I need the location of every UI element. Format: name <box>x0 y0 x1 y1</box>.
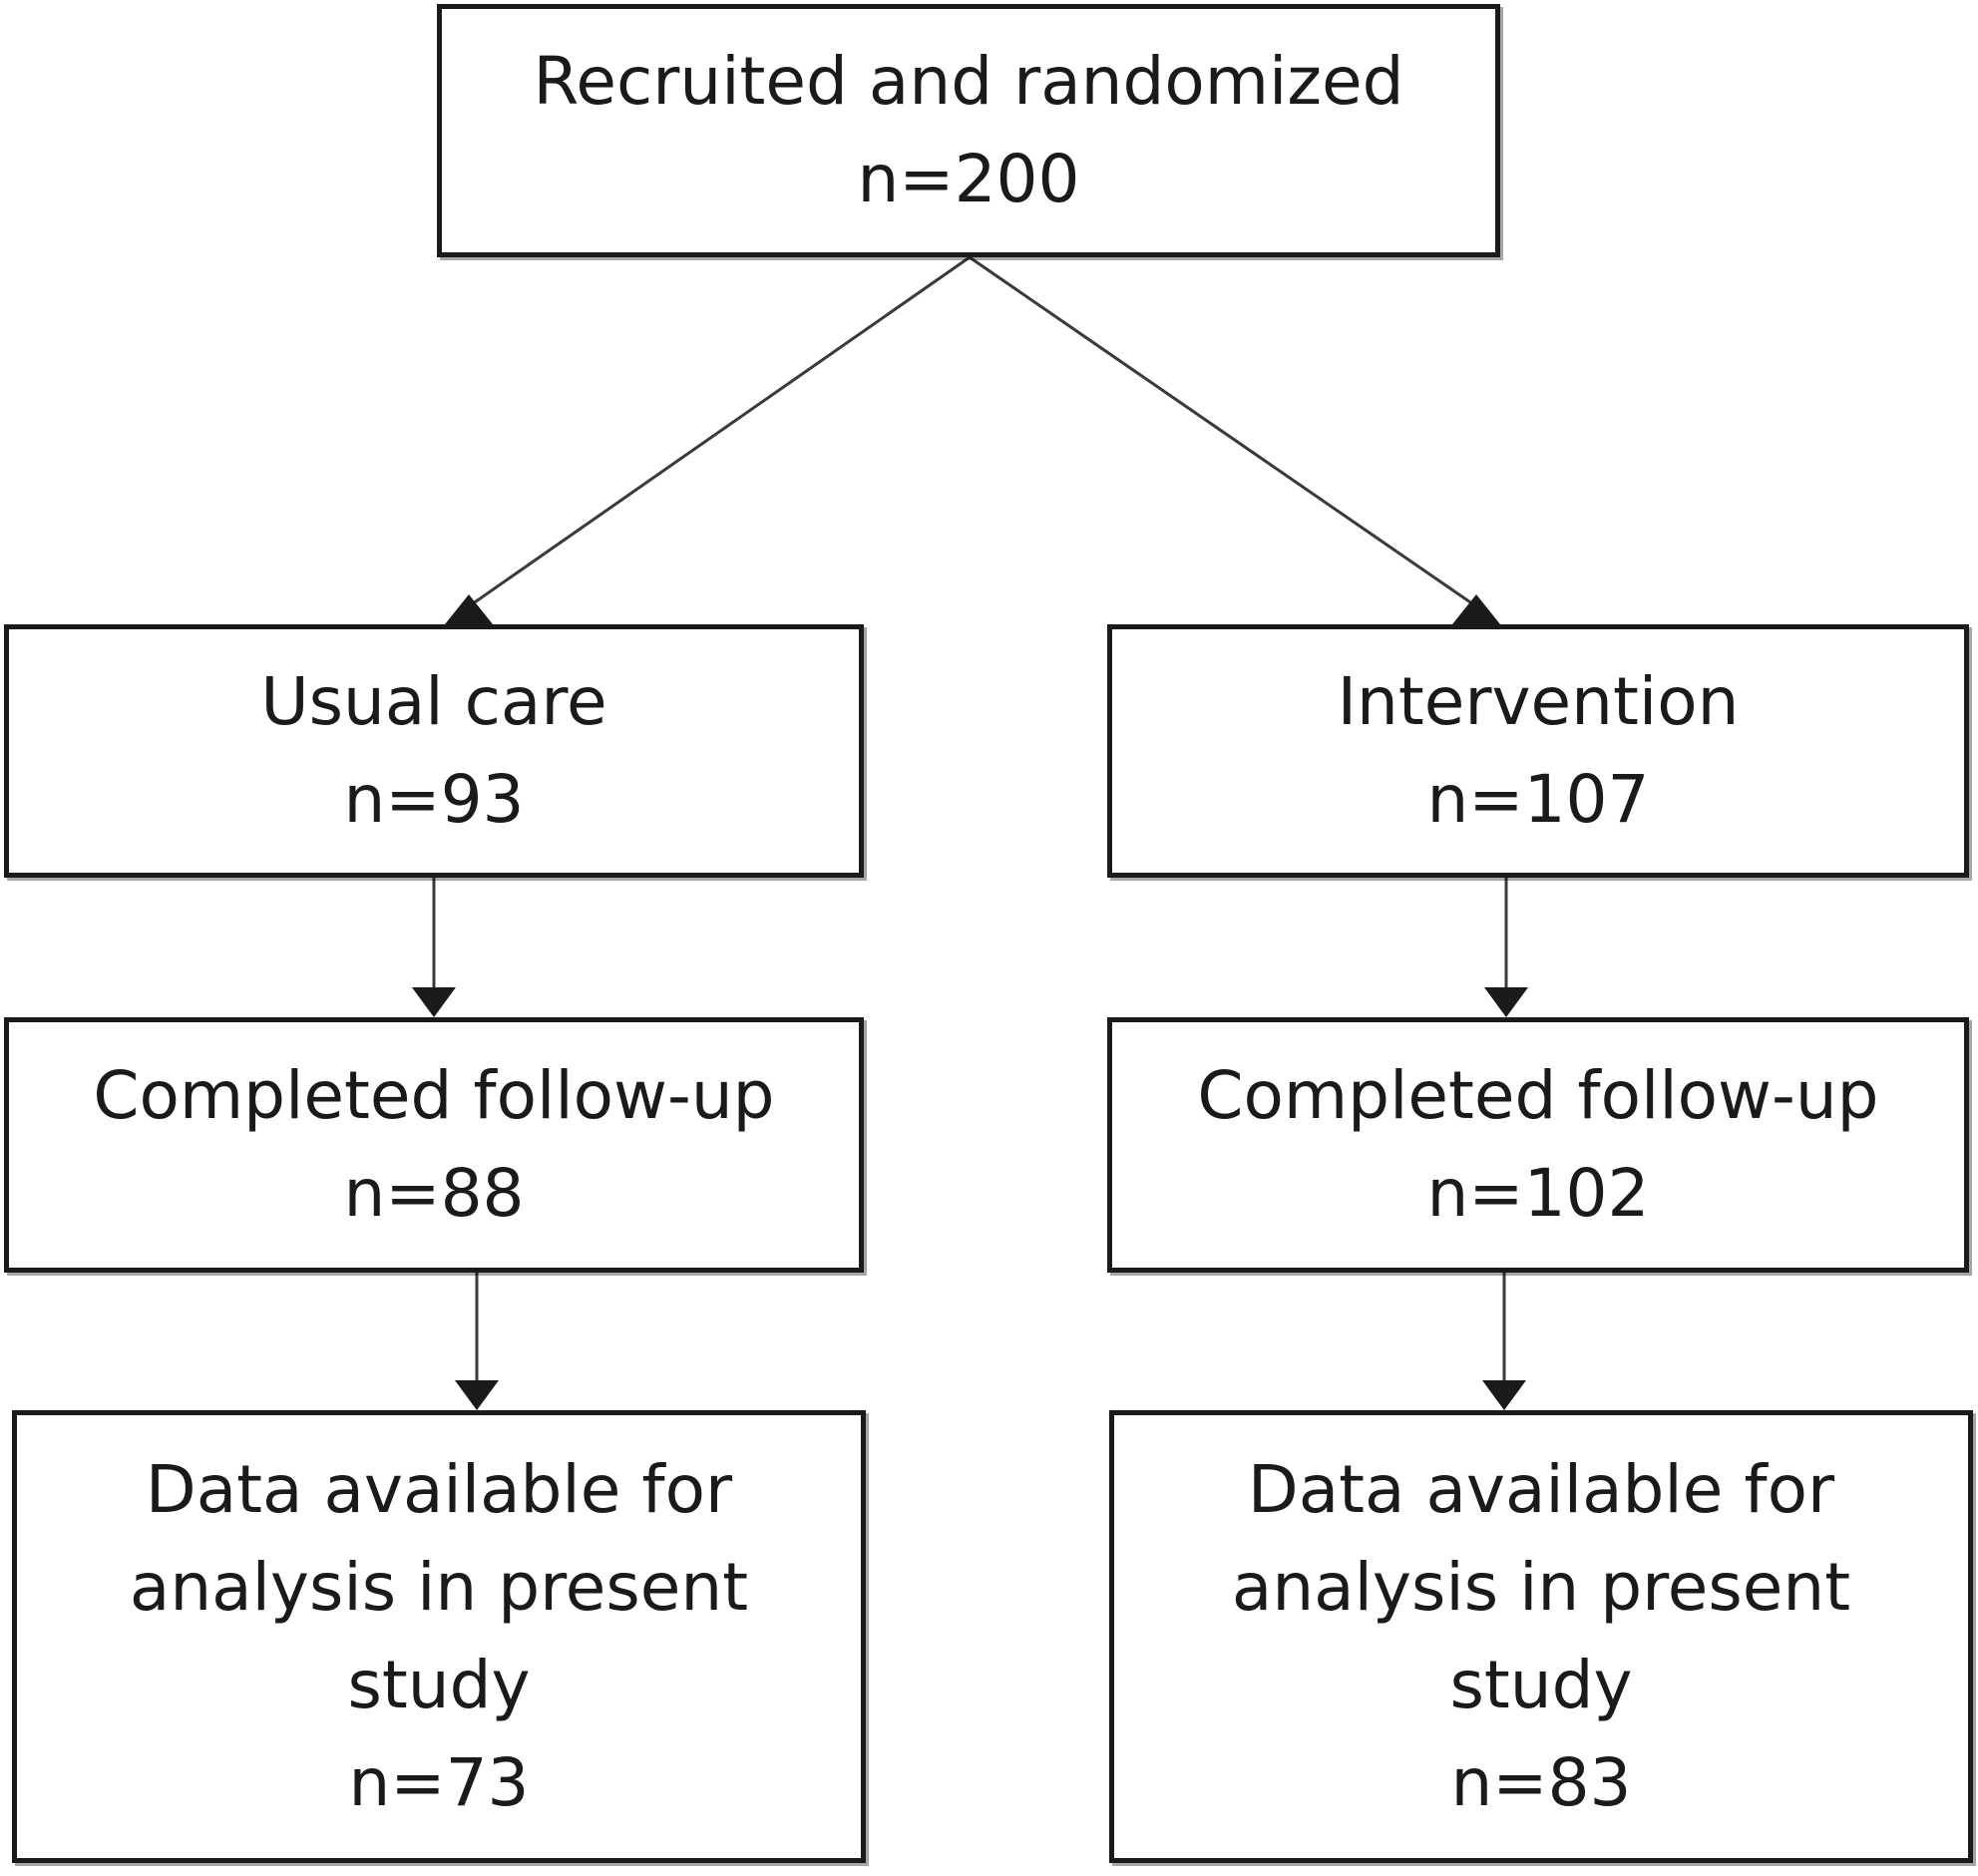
intervention-analysis-box: Data available for analysis in present s… <box>1109 1410 1973 1863</box>
intervention-analysis-line1: Data available for <box>1247 1451 1835 1528</box>
usual-care-analysis-line1: Data available for <box>145 1451 733 1528</box>
arrowhead-intervention-followup <box>1484 987 1528 1017</box>
usual-care-followup-count: n=88 <box>343 1155 525 1232</box>
usual-care-followup-box: Completed follow-up n=88 <box>4 1017 864 1273</box>
usual-care-count: n=93 <box>343 761 525 838</box>
connector-root-to-usual-care <box>468 255 971 608</box>
intervention-analysis-line2: analysis in present <box>1231 1549 1851 1626</box>
intervention-followup-count: n=102 <box>1426 1155 1650 1232</box>
usual-care-analysis-count: n=73 <box>348 1744 530 1821</box>
intervention-label: Intervention <box>1337 663 1740 740</box>
arrowhead-usual-care <box>445 594 493 624</box>
intervention-box: Intervention n=107 <box>1107 624 1969 878</box>
root-count: n=200 <box>857 141 1080 217</box>
usual-care-analysis-line3: study <box>347 1647 531 1723</box>
arrowhead-intervention <box>1452 594 1500 624</box>
usual-care-label: Usual care <box>260 663 607 740</box>
intervention-followup-label: Completed follow-up <box>1197 1057 1879 1134</box>
usual-care-analysis-box: Data available for analysis in present s… <box>12 1410 866 1863</box>
arrowhead-usual-analysis <box>455 1380 499 1410</box>
intervention-followup-box: Completed follow-up n=102 <box>1107 1017 1969 1273</box>
intervention-analysis-line3: study <box>1449 1647 1633 1723</box>
root-box: Recruited and randomized n=200 <box>437 4 1500 257</box>
intervention-analysis-count: n=83 <box>1450 1744 1632 1821</box>
usual-care-followup-label: Completed follow-up <box>93 1057 775 1134</box>
connector-root-to-intervention <box>969 255 1477 608</box>
usual-care-analysis-line2: analysis in present <box>129 1549 749 1626</box>
usual-care-box: Usual care n=93 <box>4 624 864 878</box>
root-label: Recruited and randomized <box>533 43 1404 120</box>
arrowhead-usual-followup <box>412 987 456 1017</box>
arrowhead-intervention-analysis <box>1482 1380 1526 1410</box>
intervention-count: n=107 <box>1426 761 1650 838</box>
